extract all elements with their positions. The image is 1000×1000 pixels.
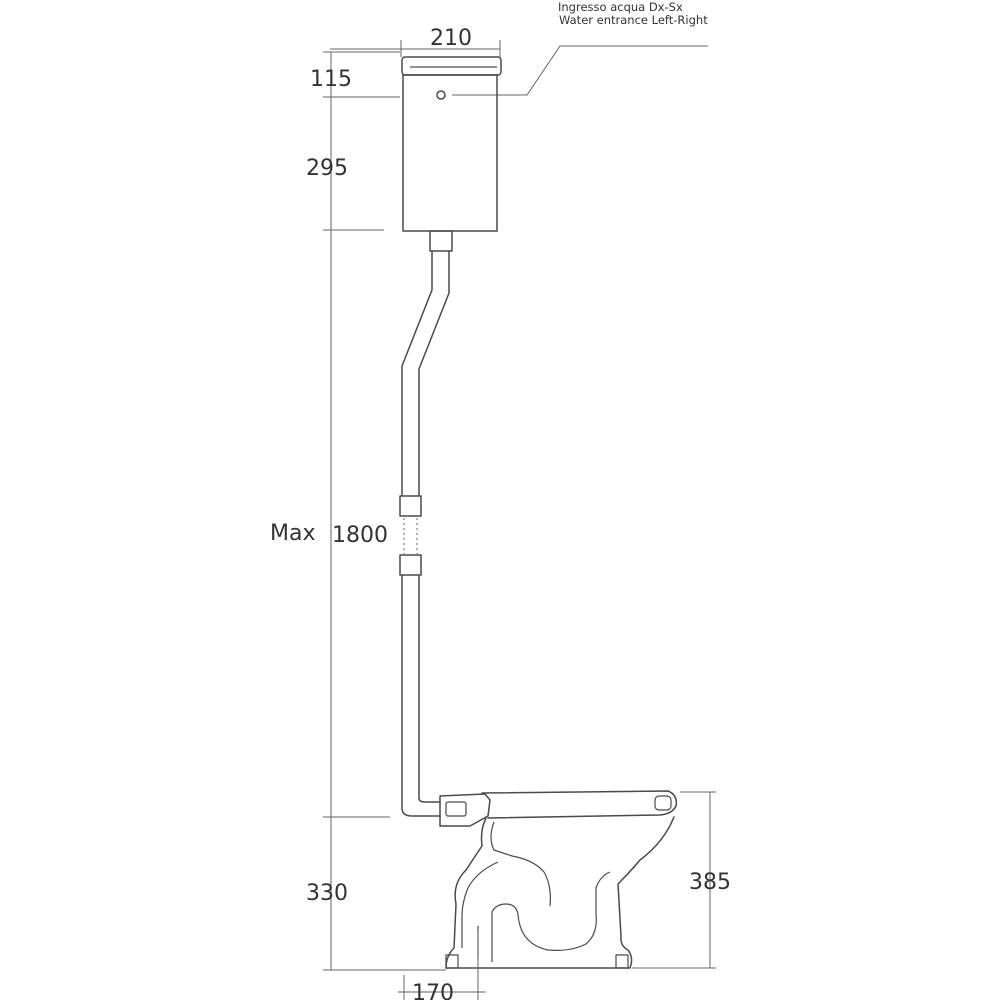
pipe-coupling-lower <box>399 554 422 576</box>
dim-bowl-height: 330 <box>306 881 348 906</box>
dim-outlet-offset: 170 <box>412 981 454 1000</box>
dim-tank-top: 115 <box>310 67 352 92</box>
flush-pipe <box>399 250 450 817</box>
cistern <box>401 56 502 252</box>
pipe-coupling-upper <box>399 495 422 517</box>
water-entrance-note-it: Ingresso acqua Dx-Sx <box>558 0 683 14</box>
note-leader-line <box>452 45 708 96</box>
dimension-lines <box>323 40 716 1000</box>
water-entrance-note-en: Water entrance Left-Right <box>559 13 708 27</box>
dim-tank-body: 295 <box>306 156 348 181</box>
flush-outlet-fitting <box>429 230 453 252</box>
dim-tank-width: 210 <box>430 26 472 51</box>
dim-pipe-height: 1800 <box>332 523 388 548</box>
wc-bowl <box>439 790 678 969</box>
dim-max-label: Max <box>270 521 315 546</box>
dim-bowl-depth: 385 <box>689 870 731 895</box>
water-inlet-hole <box>436 90 446 100</box>
